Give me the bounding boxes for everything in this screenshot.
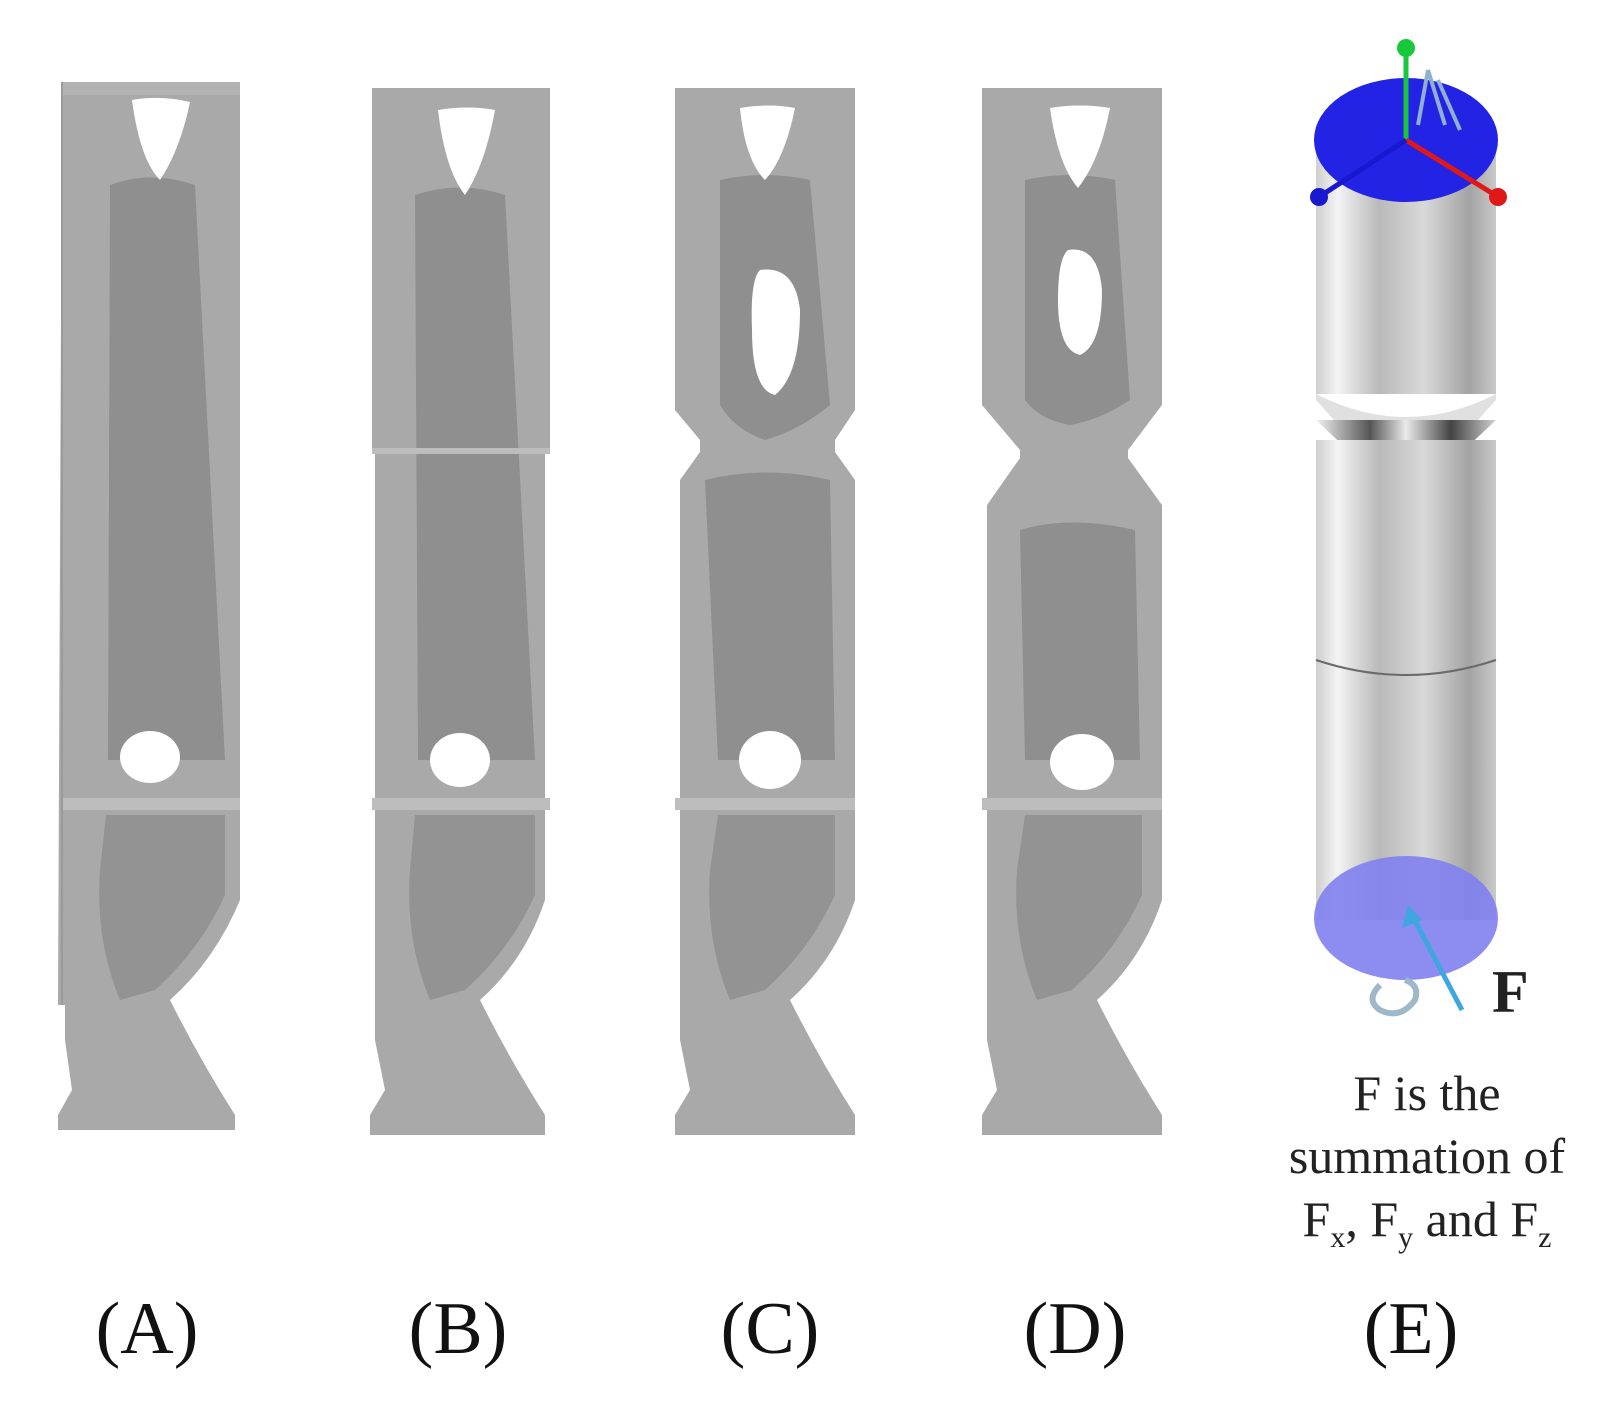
panel-e-label: (E): [1363, 1288, 1459, 1370]
fx-subscript: x: [1330, 1221, 1346, 1254]
panel-b-label: (B): [408, 1288, 508, 1370]
caption-line-3: Fx, Fy and Fz: [1302, 1191, 1552, 1254]
force-caption: F is the summation of Fx, Fy and Fz: [1262, 1062, 1592, 1269]
force-arrow-icon: [1369, 905, 1465, 1017]
panel-a-label: (A): [95, 1288, 199, 1370]
fx-symbol: F: [1302, 1191, 1331, 1247]
panel-c-part: [675, 88, 855, 1135]
caption-line-1: F is the: [1353, 1065, 1501, 1121]
panel-d-part: [982, 88, 1162, 1135]
coordinate-axes-icon: [1310, 39, 1507, 206]
fy-subscript: y: [1398, 1221, 1414, 1254]
panel-e-model: [1310, 39, 1507, 1017]
caption-line-2: summation of: [1288, 1128, 1566, 1184]
panel-c-label: (C): [720, 1288, 820, 1370]
fy-symbol: F: [1370, 1191, 1399, 1247]
fz-symbol: F: [1510, 1191, 1539, 1247]
panel-b-part: [370, 88, 550, 1135]
force-symbol: F: [1492, 959, 1529, 1025]
caption-and: and: [1425, 1191, 1498, 1247]
panel-d-label: (D): [1023, 1288, 1127, 1370]
fz-subscript: z: [1538, 1221, 1552, 1254]
panel-a-part: [58, 82, 240, 1130]
